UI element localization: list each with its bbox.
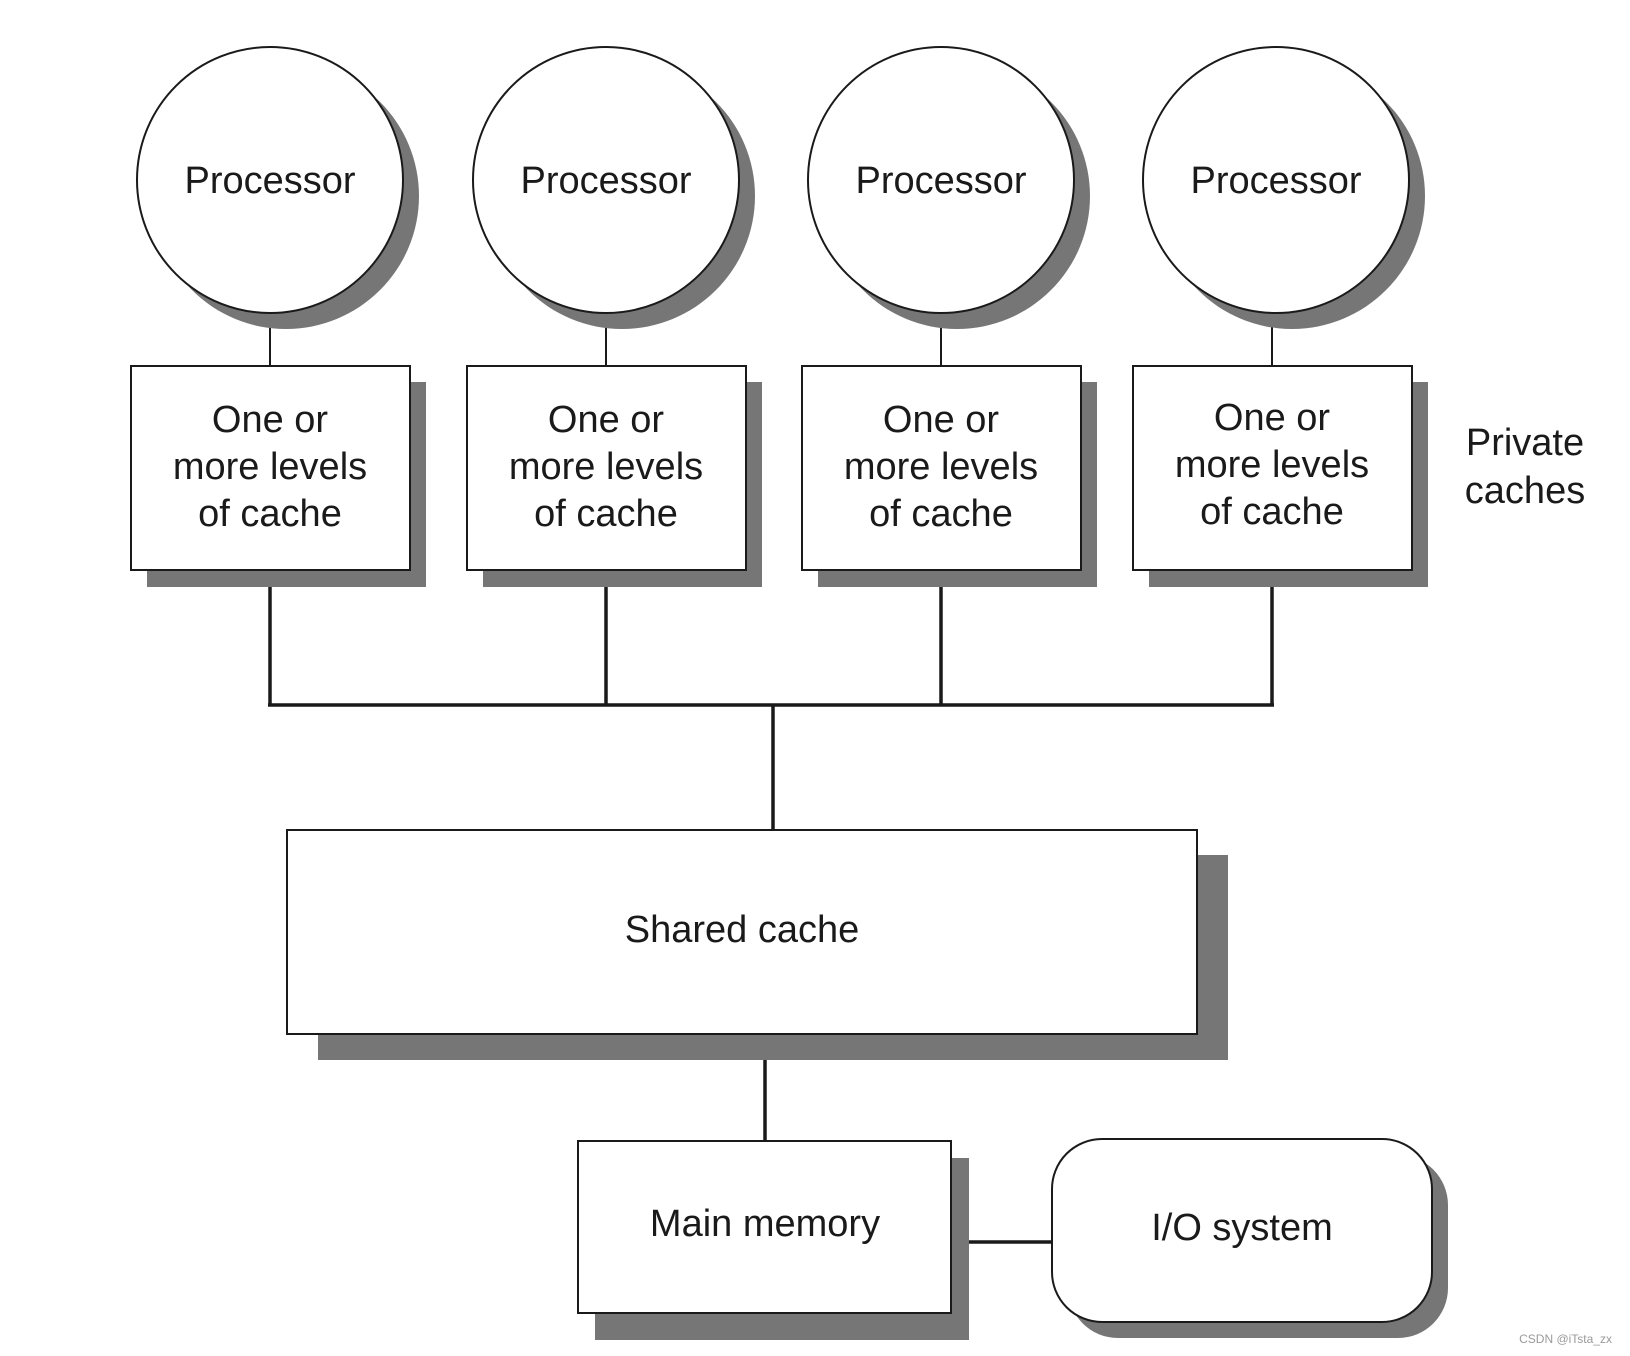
private-cache-1-line-2: more levels [173,446,367,488]
io-system: I/O system [1051,1138,1448,1338]
private-cache-4: One or more levels of cache [1132,365,1428,587]
processor-1-label: Processor [184,160,355,202]
private-cache-3-line-1: One or [883,399,1000,441]
processor-2: Processor [472,46,755,329]
processor-3: Processor [807,46,1090,329]
private-cache-4-box [1132,365,1413,571]
processor-1-circle [136,46,404,314]
processor-4: Processor [1142,46,1425,329]
processor-1: Processor [136,46,419,329]
main-memory: Main memory [577,1140,969,1340]
processor-4-label: Processor [1190,160,1361,202]
private-cache-4-line-2: more levels [1175,444,1369,486]
private-cache-3-line-2: more levels [844,446,1038,488]
private-cache-4-line-1: One or [1214,397,1331,439]
private-caches-label-line-1: Private [1466,422,1584,464]
io-system-label: I/O system [1151,1207,1333,1249]
processor-2-circle [472,46,740,314]
shared-cache: Shared cache [286,829,1228,1060]
processor-4-circle [1142,46,1410,314]
private-cache-2-line-3: of cache [534,493,678,535]
private-cache-1-box [130,365,411,571]
private-cache-1-line-1: One or [212,399,329,441]
private-cache-2-line-1: One or [548,399,665,441]
main-memory-label: Main memory [650,1203,880,1245]
private-cache-1: One or more levels of cache [130,365,426,587]
private-cache-3: One or more levels of cache [801,365,1097,587]
main-memory-box [577,1140,952,1314]
private-cache-2: One or more levels of cache [466,365,762,587]
private-cache-3-line-3: of cache [869,493,1013,535]
shared-cache-label: Shared cache [625,909,860,951]
shared-cache-box [286,829,1198,1035]
private-cache-1-line-3: of cache [198,493,342,535]
processor-3-circle [807,46,1075,314]
processor-3-label: Processor [855,160,1026,202]
watermark: CSDN @iTsta_zx [1519,1332,1612,1346]
io-system-box [1051,1138,1433,1323]
private-cache-4-line-3: of cache [1200,491,1344,533]
private-cache-2-box [466,365,747,571]
processor-2-label: Processor [520,160,691,202]
private-caches-label-line-2: caches [1465,470,1585,512]
private-cache-3-box [801,365,1082,571]
private-cache-2-line-2: more levels [509,446,703,488]
